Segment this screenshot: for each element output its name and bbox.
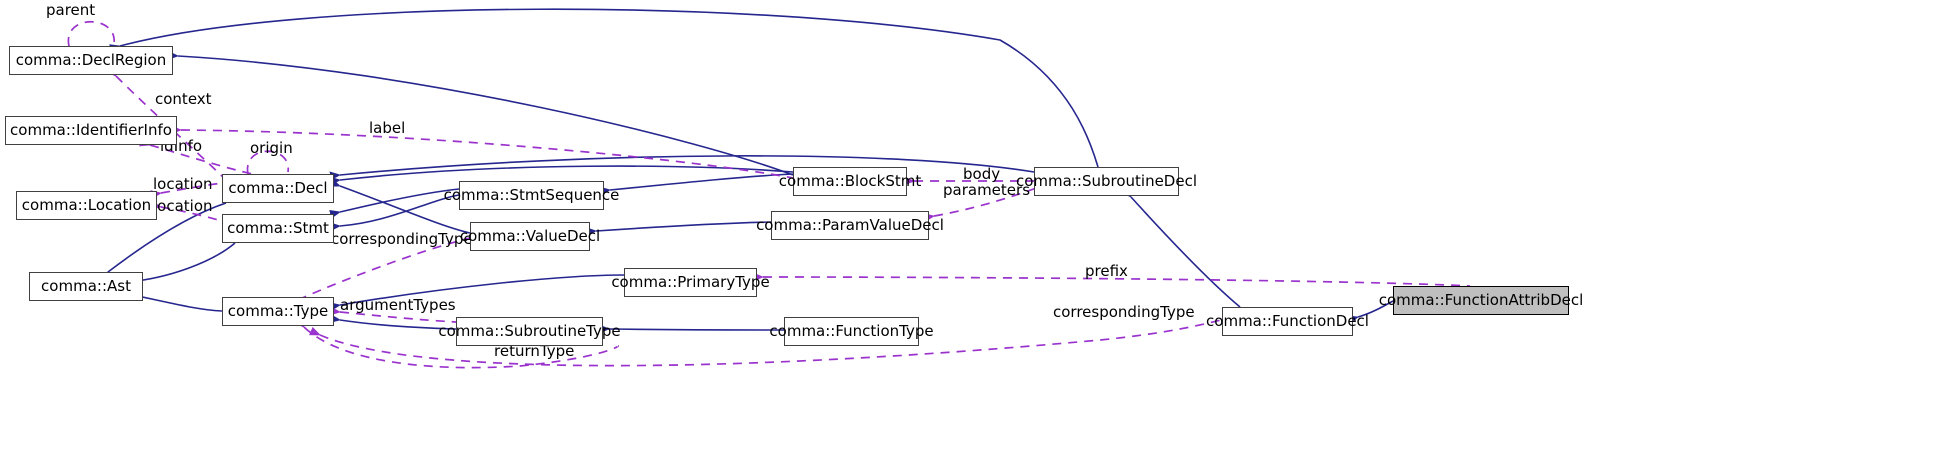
edge-label-correspondingtype-2: correspondingType (1053, 303, 1195, 321)
edge-label-prefix: prefix (1085, 262, 1128, 280)
edge-label-location-2: location (153, 197, 213, 215)
node-declregion[interactable]: comma::DeclRegion (9, 46, 173, 75)
node-identifierinfo[interactable]: comma::IdentifierInfo (5, 116, 177, 145)
edge-label-origin: origin (250, 139, 293, 157)
edge-label-argumenttypes: argumentTypes (340, 296, 456, 314)
node-functiontype[interactable]: comma::FunctionType (769, 317, 934, 346)
node-decl[interactable]: comma::Decl (222, 174, 334, 203)
edge-label-body: body (963, 165, 1001, 183)
node-ast[interactable]: comma::Ast (29, 272, 143, 301)
edge-label-label: label (369, 119, 406, 137)
node-primarytype[interactable]: comma::PrimaryType (611, 268, 770, 297)
node-subroutinetype[interactable]: comma::SubroutineType (438, 317, 621, 346)
edge-label-correspondingtype-1: correspondingType (331, 230, 473, 248)
edge-label-context: context (155, 90, 212, 108)
edge-label-location-1: location (153, 175, 213, 193)
node-paramvaluedecl[interactable]: comma::ParamValueDecl (756, 211, 944, 240)
edge-label-returntype: returnType (494, 342, 575, 360)
node-type[interactable]: comma::Type (222, 297, 334, 326)
node-stmtsequence[interactable]: comma::StmtSequence (444, 181, 619, 210)
node-subroutinedecl[interactable]: comma::SubroutineDecl (1016, 167, 1197, 196)
node-stmt[interactable]: comma::Stmt (222, 214, 334, 243)
edge-label-parent: parent (46, 1, 96, 19)
node-valuedecl[interactable]: comma::ValueDecl (460, 222, 600, 251)
node-functionattribdecl[interactable]: comma::FunctionAttribDecl (1379, 286, 1583, 315)
node-functiondecl[interactable]: comma::FunctionDecl (1206, 307, 1369, 336)
node-blockstmt[interactable]: comma::BlockStmt (779, 167, 921, 196)
node-location[interactable]: comma::Location (16, 191, 157, 220)
